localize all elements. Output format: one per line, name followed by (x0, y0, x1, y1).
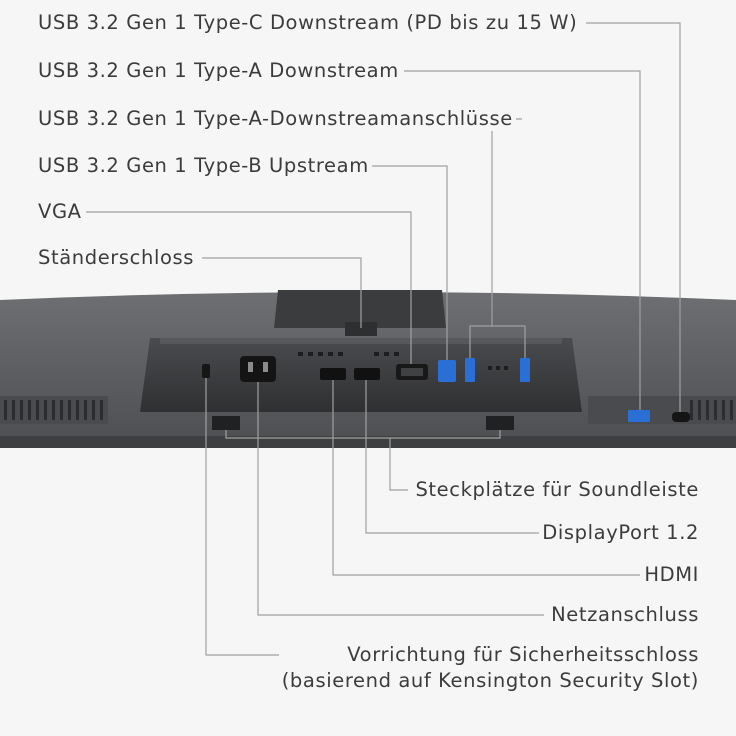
hdmi-port (320, 368, 346, 380)
leader-lines (86, 22, 681, 656)
displayport-port (354, 368, 380, 380)
callout-hdmi: HDMI (641, 563, 702, 587)
monitor-bottom-edge (0, 436, 736, 448)
kensington-slot (202, 364, 210, 378)
callout-usb-b-upstream: USB 3.2 Gen 1 Type-B Upstream (35, 154, 372, 178)
callout-stand-lock: Ständerschloss (35, 246, 198, 270)
soundbar-slot-right (486, 416, 514, 430)
connector-strip (160, 338, 562, 344)
soundbar-slot-left (212, 416, 240, 430)
usb-a-port-2 (520, 358, 530, 382)
usb-b-port (438, 360, 456, 382)
callout-vga: VGA (35, 200, 85, 224)
vent-dots (298, 352, 399, 356)
stand-lock (345, 322, 377, 336)
callout-displayport: DisplayPort 1.2 (539, 521, 702, 545)
callout-power: Netzanschluss (548, 603, 702, 627)
side-usb-a-port (628, 410, 650, 422)
callout-usb-a-downstream: USB 3.2 Gen 1 Type-A Downstream (35, 59, 402, 83)
callout-usb-c-downstream: USB 3.2 Gen 1 Type-C Downstream (PD bis … (35, 11, 581, 35)
small-dots (488, 366, 508, 370)
callout-soundbar-slots: Steckplätze für Soundleiste (412, 478, 702, 502)
vent-right (588, 396, 736, 424)
callout-usb-a-downstream-ports: USB 3.2 Gen 1 Type-A-Downstreamanschlüss… (35, 107, 516, 131)
usb-a-port-1 (465, 358, 475, 382)
stand-neck (274, 290, 446, 328)
callout-security-lock: Vorrichtung für Sicherheitsschloss (basi… (278, 642, 702, 694)
power-connector (240, 356, 276, 382)
side-usb-c-port (672, 412, 690, 422)
vent-left (0, 396, 108, 424)
